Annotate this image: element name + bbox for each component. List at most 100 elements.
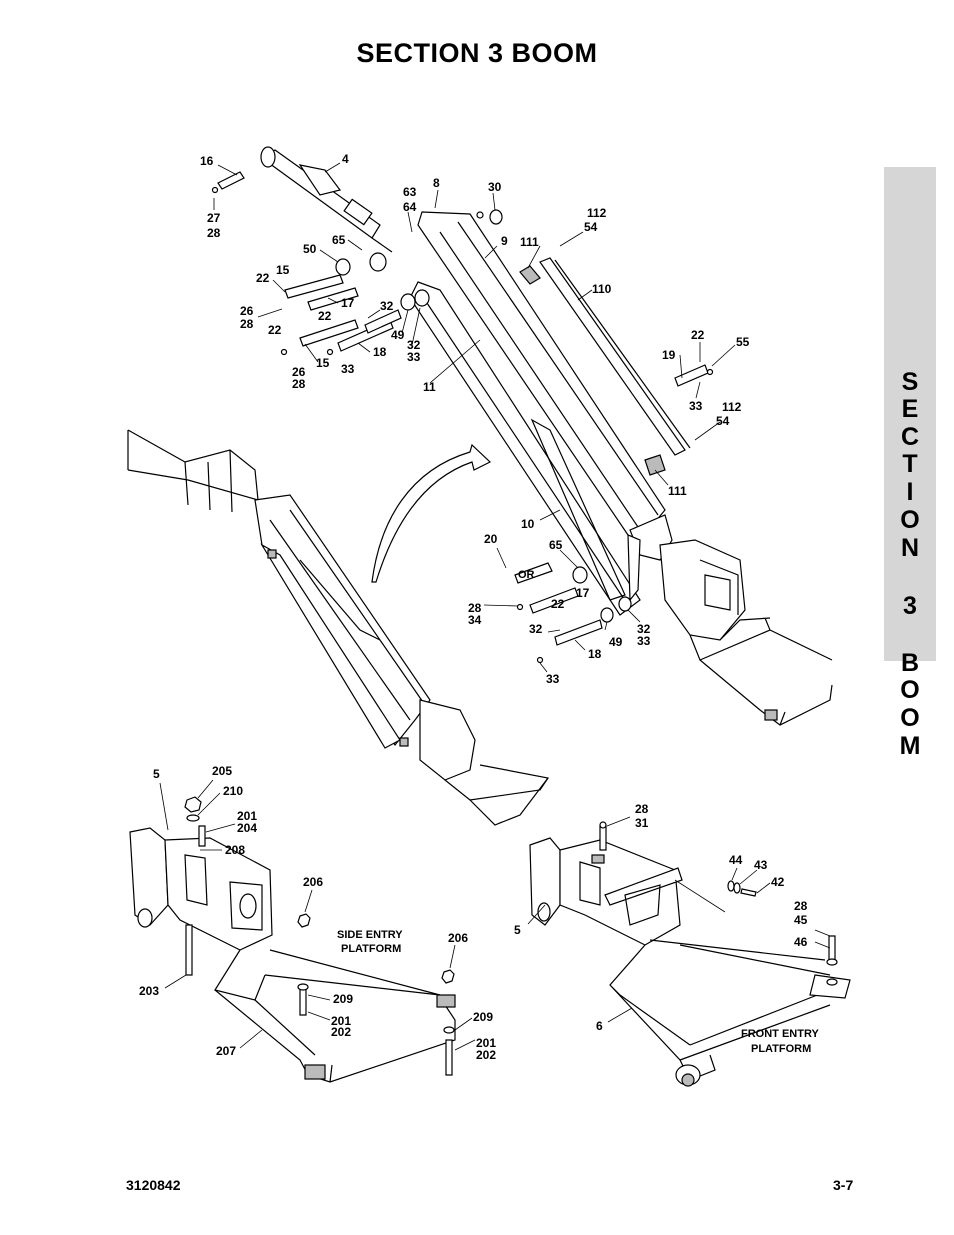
callout: 206	[303, 875, 323, 889]
leader-lines-main	[213, 162, 736, 673]
transition-arrow	[371, 443, 492, 583]
side-entry-label-2: PLATFORM	[341, 943, 401, 955]
callout: 4	[342, 152, 349, 166]
tab-letter: M	[899, 732, 921, 760]
callout: 16	[200, 154, 214, 168]
callout: 6	[596, 1019, 603, 1033]
callout: 207	[216, 1044, 236, 1058]
callout: 50	[303, 242, 317, 256]
callout: 32	[529, 622, 543, 636]
callout: 11	[423, 380, 436, 394]
callout: 64	[403, 200, 417, 214]
callout: 32	[407, 338, 421, 352]
tab-letter: N	[900, 534, 920, 562]
side-entry-label-1: SIDE ENTRY	[337, 929, 403, 941]
callout: 31	[635, 816, 649, 830]
callout: 22	[691, 328, 705, 342]
callout: 201	[476, 1036, 496, 1050]
page-title: SECTION 3 BOOM	[356, 38, 598, 68]
callout: 33	[637, 634, 651, 648]
callout: 206	[448, 931, 468, 945]
tab-letter: I	[906, 478, 914, 506]
main-boom-exploded	[211, 146, 833, 726]
callout: 112	[722, 400, 742, 414]
callout: 5	[514, 923, 521, 937]
callout: 111	[520, 235, 539, 249]
callout: 201	[237, 809, 257, 823]
callout: 209	[473, 1010, 493, 1024]
callout: 63	[403, 185, 417, 199]
callout: 205	[212, 764, 232, 778]
callout: 33	[689, 399, 703, 413]
callout: 18	[373, 345, 387, 359]
callout: 32	[637, 622, 651, 636]
callout: 22	[256, 271, 270, 285]
callout: 28	[207, 226, 221, 240]
callout: 45	[794, 913, 808, 927]
callout: 17	[576, 586, 590, 600]
callout: 54	[716, 414, 730, 428]
callout: 26	[240, 304, 254, 318]
callout: 22	[318, 309, 332, 323]
callout: 46	[794, 935, 808, 949]
tab-letter: B	[900, 649, 920, 677]
callout: 209	[333, 992, 353, 1006]
callout: 8	[433, 176, 440, 190]
tab-letter: 3	[903, 592, 917, 620]
callout: 65	[332, 233, 346, 247]
boom-assembly-small-view	[127, 429, 550, 826]
callout: 33	[407, 350, 421, 364]
callout: 30	[488, 180, 502, 194]
callout: 20	[484, 532, 498, 546]
callout: 210	[223, 784, 243, 798]
callout: 202	[331, 1025, 351, 1039]
callout: 49	[391, 328, 405, 342]
leader-lines-side	[159, 779, 476, 1051]
callout: 17	[341, 296, 355, 310]
tab-letter: C	[900, 423, 920, 451]
tab-letter: O	[900, 704, 920, 732]
front-entry-label-2: PLATFORM	[751, 1043, 811, 1055]
callout: 28	[292, 377, 306, 391]
leader-lines-front	[527, 816, 831, 1023]
callout: 26	[292, 365, 306, 379]
callout: 110	[592, 282, 612, 296]
callout: 43	[754, 858, 768, 872]
callout: 28	[468, 601, 482, 615]
tab-letter: S	[901, 368, 919, 396]
callout: 112	[587, 206, 607, 220]
callout-or: OR	[518, 569, 535, 581]
tab-letter: O	[900, 676, 920, 704]
page-number: 3-7	[833, 1177, 854, 1193]
tab-letter: E	[901, 395, 919, 423]
callout: 33	[341, 362, 355, 376]
front-entry-platform	[529, 821, 851, 1087]
callout: 208	[225, 843, 245, 857]
callout: 28	[635, 802, 649, 816]
callout: 49	[609, 635, 623, 649]
callout: 22	[551, 597, 565, 611]
callout: 111	[668, 484, 687, 498]
callout: 204	[237, 821, 257, 835]
section-tab: S E C T I O N 3 B O O M	[884, 167, 936, 759]
callout: 65	[549, 538, 563, 552]
callout: 202	[476, 1048, 496, 1062]
callout: 10	[521, 517, 535, 531]
document-number: 3120842	[126, 1177, 181, 1193]
tab-letter: T	[902, 450, 918, 478]
callout: 28	[794, 899, 808, 913]
callout: 54	[584, 220, 598, 234]
callout: 18	[588, 647, 602, 661]
front-entry-label-1: FRONT ENTRY	[741, 1028, 819, 1040]
callout: 9	[501, 234, 508, 248]
callout: 33	[546, 672, 560, 686]
callout-numbers: 16 4 27 28 63 64 8 30 65 50 9 111 112 54…	[139, 152, 819, 1062]
callout: 5	[153, 767, 160, 781]
callout: 22	[268, 323, 282, 337]
callout: 55	[736, 335, 750, 349]
callout: 32	[380, 299, 394, 313]
callout: 28	[240, 317, 254, 331]
callout: 34	[468, 613, 482, 627]
side-entry-platform	[129, 796, 456, 1083]
